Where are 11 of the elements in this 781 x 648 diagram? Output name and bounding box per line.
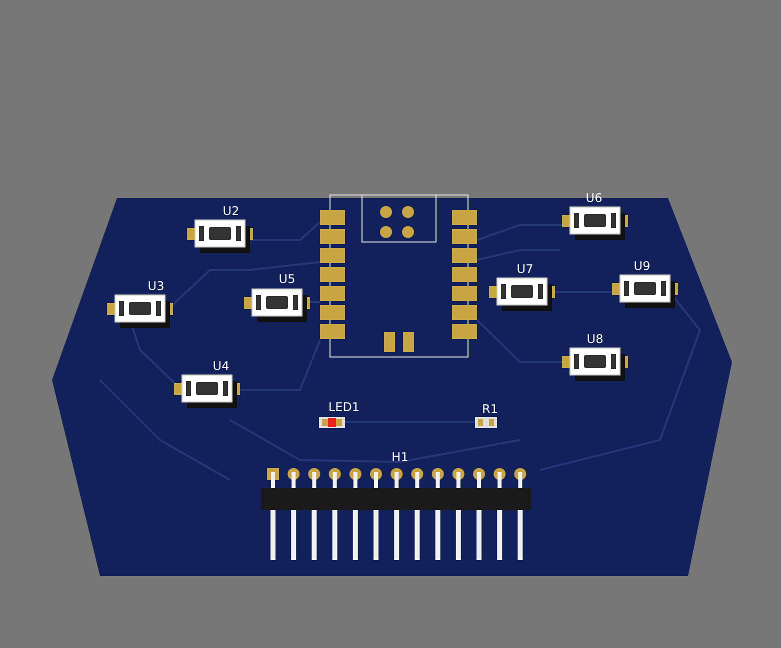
reference-label: U4 [212,359,230,373]
reference-label: U2 [222,204,240,218]
reference-label: U5 [278,272,296,286]
reference-label: H1 [392,450,408,464]
reference-label: U6 [586,191,602,205]
reference-label: LED1 [328,400,360,414]
reference-label: U8 [586,332,604,346]
reference-label: U9 [634,259,650,273]
reference-label: R1 [482,402,498,416]
reference-label: U7 [516,262,534,276]
reference-label: U3 [148,279,164,293]
